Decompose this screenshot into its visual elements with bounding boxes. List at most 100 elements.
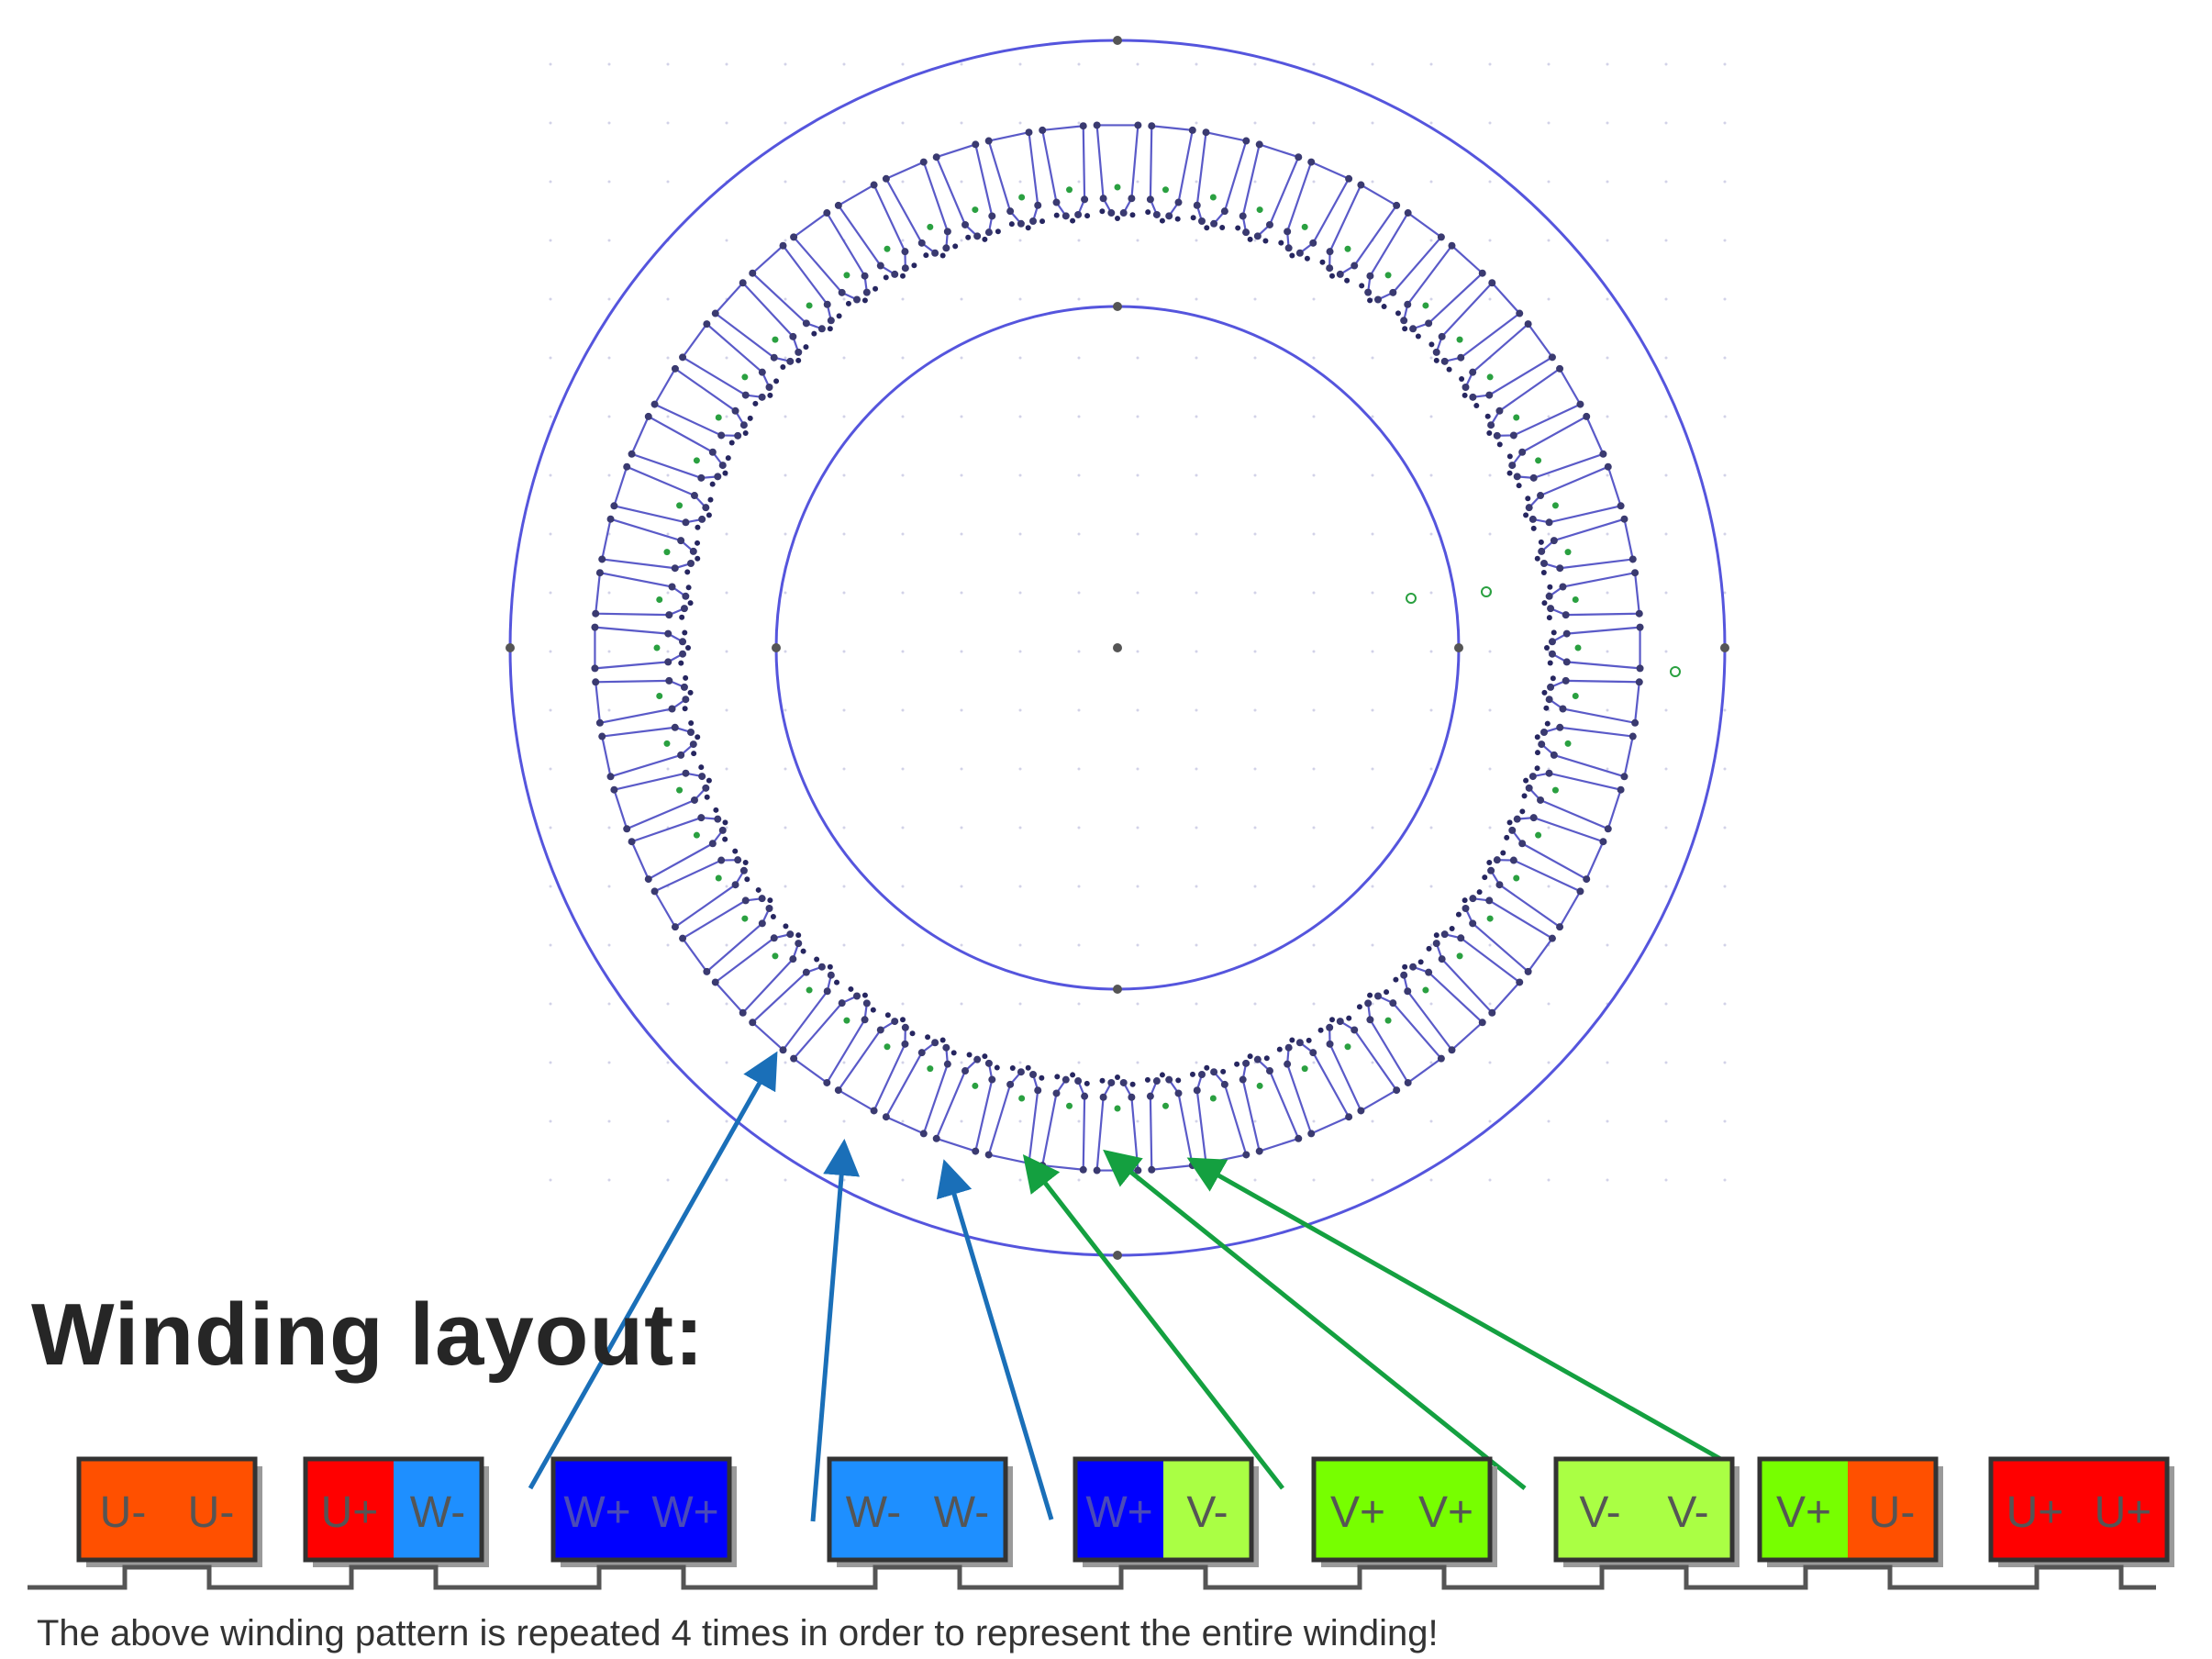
slot-node bbox=[1239, 212, 1247, 220]
grid-dot bbox=[784, 532, 787, 536]
grid-dot bbox=[1077, 121, 1081, 125]
grid-dot bbox=[1253, 1002, 1257, 1006]
stator-slot bbox=[884, 161, 949, 254]
slot-node bbox=[592, 609, 600, 618]
grid-dot bbox=[1136, 943, 1139, 947]
grid-dot bbox=[960, 650, 963, 653]
grid-dot bbox=[1136, 708, 1139, 712]
bore-node bbox=[1433, 932, 1439, 939]
winding-marker bbox=[1535, 457, 1542, 464]
slot-node bbox=[1488, 279, 1496, 287]
stator-slot bbox=[595, 679, 686, 725]
grid-dot bbox=[1312, 1002, 1316, 1006]
grid-dot bbox=[901, 885, 905, 888]
grid-dot bbox=[1077, 767, 1081, 771]
slot-border bbox=[76, 1456, 258, 1563]
slot-node bbox=[1006, 1080, 1015, 1088]
grid-dot bbox=[1253, 826, 1257, 830]
grid-dot bbox=[1664, 1002, 1668, 1006]
slot-node bbox=[919, 1130, 928, 1138]
bore-node bbox=[713, 807, 719, 813]
slot-node bbox=[1107, 1078, 1116, 1086]
bore-node bbox=[678, 660, 684, 666]
bore-node bbox=[1234, 1061, 1240, 1067]
bore-node bbox=[679, 614, 685, 620]
bore-node bbox=[742, 860, 749, 865]
bore-node bbox=[1247, 1053, 1253, 1060]
slot-node bbox=[1513, 473, 1521, 481]
grid-dot bbox=[607, 826, 611, 830]
slot-node bbox=[823, 209, 831, 217]
grid-dot bbox=[960, 180, 963, 184]
grid-dot bbox=[1077, 591, 1081, 595]
slot-node bbox=[861, 1016, 869, 1024]
slot-node bbox=[1540, 560, 1548, 568]
stator-slot bbox=[884, 1041, 949, 1135]
bore-node bbox=[827, 963, 833, 970]
grid-dot bbox=[784, 62, 787, 66]
slot-node bbox=[823, 987, 831, 996]
winding-marker bbox=[1209, 1095, 1217, 1102]
slot-node bbox=[919, 158, 928, 166]
bore-node bbox=[1486, 860, 1493, 865]
grid-dot bbox=[901, 532, 905, 536]
slot-node bbox=[901, 264, 909, 273]
bore-node bbox=[795, 932, 802, 939]
bore-node bbox=[1306, 1037, 1312, 1043]
grid-dot bbox=[666, 1061, 670, 1064]
winding-marker bbox=[653, 644, 661, 651]
slot-node bbox=[1440, 357, 1449, 365]
slot-node bbox=[1636, 623, 1644, 631]
slot-node bbox=[932, 1134, 940, 1142]
bore-node bbox=[1319, 259, 1326, 265]
bore-node bbox=[1329, 1017, 1335, 1023]
grid-dot bbox=[1723, 885, 1727, 888]
slot-node bbox=[1284, 1060, 1292, 1068]
grid-dot bbox=[901, 1119, 905, 1123]
bore-node bbox=[1008, 221, 1015, 228]
slot-node bbox=[972, 1147, 980, 1155]
grid-dot bbox=[1664, 62, 1668, 66]
slot-left-half bbox=[1760, 1459, 1848, 1560]
winding-marker bbox=[1018, 194, 1026, 201]
slot-node bbox=[1438, 955, 1446, 963]
slot-left-label: V+ bbox=[1330, 1488, 1385, 1537]
slot-node bbox=[698, 515, 706, 523]
grid-dot bbox=[666, 591, 670, 595]
slot-node bbox=[961, 1067, 970, 1075]
bore-node bbox=[1289, 252, 1295, 259]
slot-node bbox=[1540, 728, 1548, 736]
grid-dot bbox=[1371, 591, 1374, 595]
grid-dot bbox=[1488, 121, 1492, 125]
grid-dot bbox=[666, 532, 670, 536]
slot-left-half bbox=[1075, 1459, 1163, 1560]
slot-node bbox=[714, 815, 722, 823]
grid-dot bbox=[1606, 591, 1609, 595]
winding-marker bbox=[656, 596, 663, 604]
stator-slot bbox=[1435, 933, 1521, 1015]
slot-node bbox=[852, 992, 861, 1000]
grid-dot bbox=[725, 1002, 728, 1006]
stator-slot bbox=[1511, 415, 1605, 479]
stator-slot bbox=[1367, 211, 1443, 301]
slot-node bbox=[1242, 228, 1251, 237]
slot-node bbox=[690, 796, 698, 804]
grid-dot bbox=[1136, 180, 1139, 184]
slot-node bbox=[1485, 896, 1494, 905]
bore-node bbox=[1476, 889, 1483, 896]
grid-dot bbox=[1723, 532, 1727, 536]
slot-node bbox=[739, 421, 748, 429]
grid-dot bbox=[549, 650, 552, 653]
grid-dot bbox=[1371, 650, 1374, 653]
grid-dot bbox=[1136, 650, 1139, 653]
stator-slot bbox=[1464, 897, 1554, 974]
grid-dot bbox=[1547, 62, 1551, 66]
axis-node bbox=[772, 643, 781, 652]
grid-dot bbox=[1371, 767, 1374, 771]
bore-node bbox=[848, 985, 854, 992]
grid-dot bbox=[842, 532, 846, 536]
bore-node bbox=[1070, 1072, 1076, 1078]
grid-dot bbox=[1429, 121, 1433, 125]
slot-node bbox=[1034, 201, 1042, 209]
grid-dot bbox=[1195, 356, 1198, 360]
